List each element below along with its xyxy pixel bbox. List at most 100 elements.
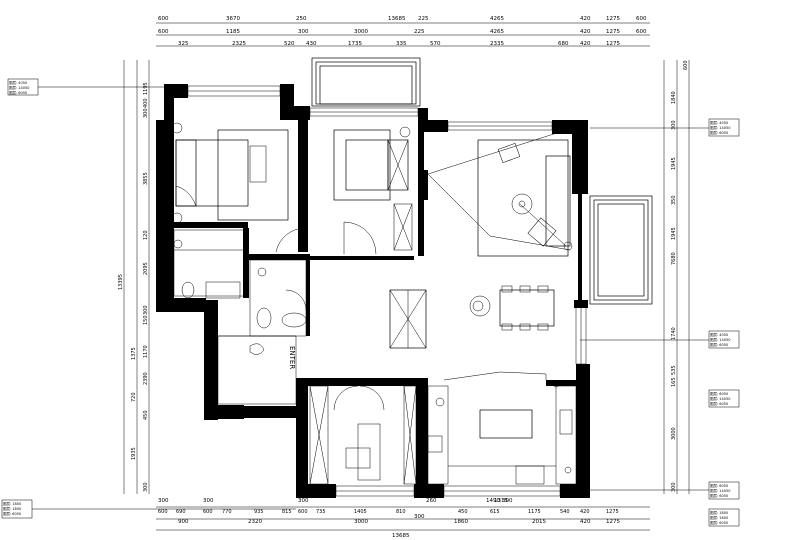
walls: [156, 84, 590, 498]
dim-bot-r1-15: 420: [580, 509, 590, 515]
dim-bot-r2-4: 300: [414, 514, 425, 520]
dim-bot-r1-4: 770: [222, 509, 232, 515]
layer-tag-right-2: 图层: 4050 图层: 14050 图层: 6050: [580, 330, 740, 349]
dim-top-9: 600: [636, 16, 647, 22]
dim-bot-r1-8: 735: [316, 509, 326, 515]
dim-left-9: 300: [143, 305, 149, 315]
dim-bot-r0-5: 1490: [486, 498, 500, 504]
balcony-north: [311, 57, 421, 107]
dim-bot-r0-2: 300: [203, 498, 214, 504]
dim-top-5: 225: [418, 16, 429, 22]
dim-bot-r2-3: 3000: [354, 519, 368, 525]
dim-top-r3-4: 430: [306, 41, 317, 47]
dim-bot-r1-7: 600: [298, 509, 308, 515]
layer-tag-left-top: 图层: 4050 图层: 14050 图层: 6050: [7, 78, 165, 96]
svg-text:图层: 6050: 图层: 6050: [710, 401, 728, 406]
dim-bot-r1-11: 450: [458, 509, 468, 515]
svg-text:图层: 6050: 图层: 6050: [710, 520, 728, 525]
dim-bot-r1-6: 815: [282, 509, 292, 515]
dim-top-r3-3: 520: [284, 41, 295, 47]
dining-area: [389, 285, 555, 349]
dim-bot-total: 13685: [392, 533, 410, 539]
svg-text:图层: 4050: 图层: 4050: [710, 120, 728, 125]
dim-bot-r1-9: 1405: [354, 509, 367, 515]
svg-text:图层: 6050: 图层: 6050: [710, 391, 728, 396]
svg-text:图层: 14050: 图层: 14050: [710, 337, 730, 342]
dim-top-r3-5: 1735: [348, 41, 362, 47]
dim-top-r2-4: 3000: [354, 29, 368, 35]
dim-top-r2-9: 600: [636, 29, 647, 35]
svg-text:图层: 6050: 图层: 6050: [710, 493, 728, 498]
dim-right-1: 600: [683, 60, 689, 70]
dim-top-3: 250: [296, 16, 307, 22]
dim-left-10: 1170: [143, 345, 149, 358]
dim-bot-r1-10: 810: [396, 509, 406, 515]
dim-top-r3-9: 680: [558, 41, 569, 47]
dim-left-15: 1935: [131, 447, 137, 460]
dim-bot-r2-2: 2320: [248, 519, 262, 525]
dim-top-r3-8: 2335: [490, 41, 504, 47]
svg-text:图层: 6050: 图层: 6050: [710, 130, 728, 135]
dim-bot-r1-13: 1175: [528, 509, 541, 515]
dim-top-r2-8: 1275: [606, 29, 620, 35]
bedroom-1: [171, 122, 289, 224]
dim-top-r3-6: 335: [396, 41, 407, 47]
dim-top-r2-6: 4265: [490, 29, 504, 35]
dim-left-7: 2095: [143, 262, 149, 275]
left-dimensions: 1195 400 300 3855 13395 120 2095 150 300…: [118, 60, 150, 494]
svg-text:图层: 1800: 图层: 1800: [3, 501, 21, 506]
dim-right-6: 350: [671, 195, 677, 205]
dim-bot-r2-8: 1275: [606, 519, 620, 525]
dim-bot-r0-3: 300: [298, 498, 309, 504]
dim-bot-r2-5: 1860: [454, 519, 468, 525]
layer-tag-left-bottom: 图层: 1800 图层: 1800 图层: 6050: [1, 499, 296, 519]
dim-top-4: 13685: [388, 16, 406, 22]
dim-bot-r1-16: 1275: [606, 509, 619, 515]
svg-text:图层: 1800: 图层: 1800: [3, 506, 21, 511]
dim-top-8: 1275: [606, 16, 620, 22]
dim-top-r3-1: 325: [178, 41, 189, 47]
dim-bot-r2-1: 900: [178, 519, 189, 525]
dim-bot-r0-4: 260: [426, 498, 437, 504]
layer-tag-right-5: 图层: 1800 图层: 1800 图层: 6050: [708, 508, 740, 527]
svg-text:图层: 4050: 图层: 4050: [710, 332, 728, 337]
storage-room: [309, 385, 417, 485]
dim-left-3: 300: [143, 108, 149, 118]
dim-bot-r1-1: 600: [158, 509, 168, 515]
dim-right-4: 1945: [671, 157, 677, 170]
dim-left-12: 2390: [143, 372, 149, 385]
dim-left-14: 450: [143, 410, 149, 420]
dim-top-1: 600: [158, 16, 169, 22]
dim-bot-r0-6: 1315: [494, 498, 508, 504]
dim-left-16: 300: [143, 482, 149, 492]
right-dimensions: 600 1840 300 1945 1945 350 7680 1740 535…: [663, 60, 690, 494]
svg-text:图层: 14050: 图层: 14050: [9, 85, 29, 90]
dim-top-r3-7: 570: [430, 41, 441, 47]
dim-right-5: 1945: [671, 227, 677, 240]
entry-label: ENTER: [288, 346, 296, 369]
dim-bot-r0-1: 300: [158, 498, 169, 504]
svg-text:图层: 6050: 图层: 6050: [710, 342, 728, 347]
dim-right-2: 1840: [671, 91, 677, 104]
top-dimensions: 600 3670 250 13685 225 4265 420 1275 600…: [156, 16, 650, 47]
dim-left-5: 13395: [118, 274, 124, 290]
dim-top-r2-2: 1185: [226, 29, 240, 35]
dim-top-r2-1: 600: [158, 29, 169, 35]
layer-tag-right-4: 图层: 6050 图层: 14050 图层: 6050: [590, 481, 740, 500]
living-room: [424, 131, 573, 257]
dim-top-r3-11: 1275: [606, 41, 620, 47]
svg-text:图层: 14050: 图层: 14050: [710, 396, 730, 401]
dim-top-2: 3670: [226, 16, 240, 22]
dim-bot-r0-7: 300: [502, 498, 513, 504]
dim-bot-r1-14: 540: [560, 509, 570, 515]
balcony-east: [589, 195, 653, 305]
dim-bot-r1-5: 935: [254, 509, 264, 515]
dim-right-10: 165: [671, 377, 677, 387]
dim-top-r3-2: 2325: [232, 41, 246, 47]
windows: [187, 85, 587, 497]
bedroom-2: [275, 126, 413, 255]
svg-text:图层: 6050: 图层: 6050: [710, 483, 728, 488]
dim-bot-r2-7: 420: [580, 519, 591, 525]
svg-text:图层: 1800: 图层: 1800: [710, 515, 728, 520]
